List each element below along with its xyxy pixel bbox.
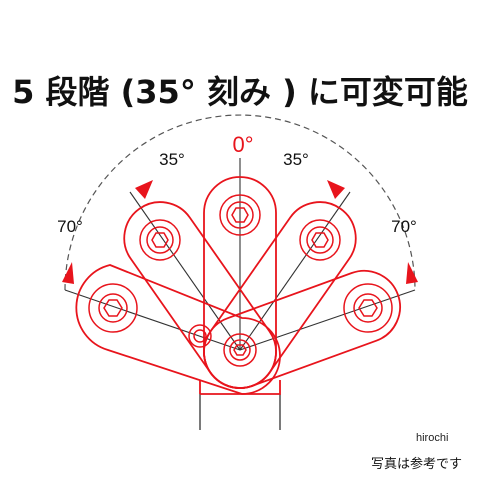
- guide-line-left-35: [129, 191, 241, 351]
- angle-label-0: 0°: [232, 132, 253, 157]
- reference-note: 写真は参考です: [371, 456, 462, 472]
- bolt-left-35: [139, 219, 181, 261]
- arrow-left-70: [62, 262, 74, 284]
- arrow-left-35: [135, 180, 153, 199]
- guide-line-right-35: [239, 191, 351, 351]
- mount-stem: [199, 394, 281, 430]
- bolt-0: [219, 194, 261, 236]
- guide-line-right-70: [239, 289, 416, 351]
- watermark-text: hirochi: [416, 432, 448, 444]
- swing-arc: [64, 114, 416, 291]
- bolt-right-35: [299, 219, 341, 261]
- plate-left-35: [123, 201, 277, 389]
- plate-right-35: [203, 201, 357, 389]
- plate-right-70: [203, 270, 401, 389]
- bolt-holes: [88, 194, 393, 367]
- plates: [75, 176, 401, 395]
- angle-label-right-35: 35°: [283, 150, 309, 169]
- angle-label-right-70: 70°: [391, 217, 417, 236]
- page-title: 5 段階 (35° 刻み ) に可変可能: [12, 73, 468, 111]
- arrow-right-35: [327, 180, 345, 199]
- pivot-bolt: [223, 333, 257, 367]
- angle-label-left-35: 35°: [159, 150, 185, 169]
- base-block: [199, 380, 281, 395]
- angle-label-left-70: 70°: [57, 217, 83, 236]
- bolt-right-70: [343, 283, 393, 333]
- small-bolt: [188, 324, 212, 348]
- bolt-left-70: [88, 283, 138, 333]
- arrowheads: [62, 180, 418, 284]
- arrow-right-70: [406, 262, 418, 284]
